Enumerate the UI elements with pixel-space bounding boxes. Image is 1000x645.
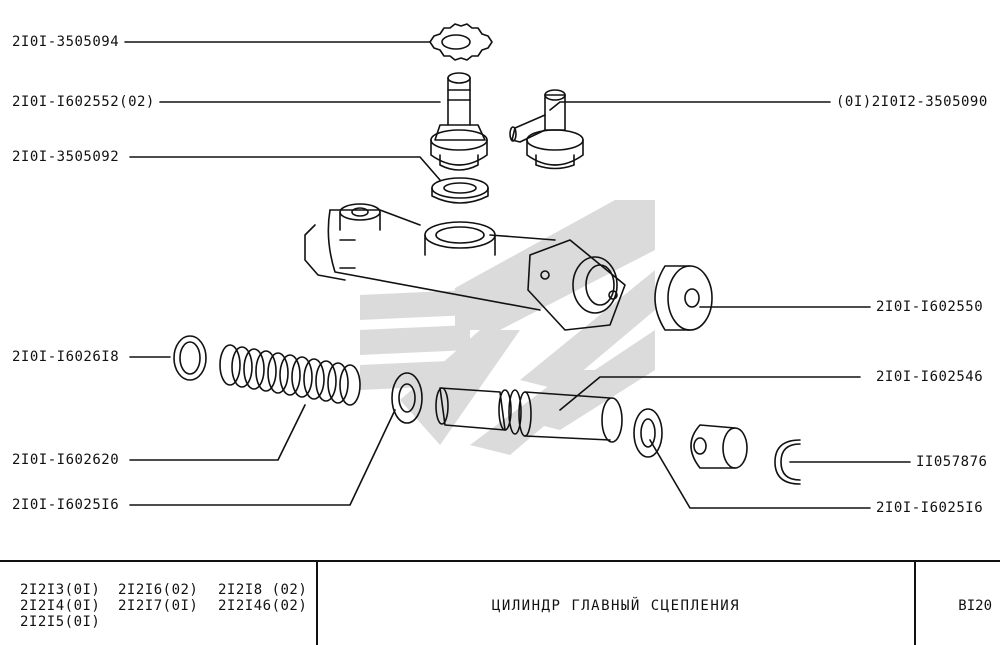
cup-left-part (391, 372, 423, 424)
spring-part (219, 344, 361, 406)
label-lock-washer: 2I0I-3505094 (12, 34, 120, 50)
exploded-parts-diagram (124, 23, 911, 509)
title-cell: ЦИЛИНДР ГЛАВНЫЙ СЦЕПЛЕНИЯ (318, 562, 916, 645)
title-block: 2I2I3(0I) 2I2I6(02) 2I2I8 (02) 2I2I4(0I)… (0, 560, 1000, 645)
retaining-ring-part (774, 439, 801, 485)
model-code: 2I2I4(0I) (20, 598, 101, 614)
model-code: 2I2I6(02) (118, 582, 199, 598)
label-fitting-gasket: 2I0I-3505092 (12, 149, 120, 165)
model-code: 2I2I3(0I) (20, 582, 101, 598)
label-piston: 2I0I-I602546 (876, 369, 984, 385)
boot-part (654, 265, 713, 331)
cylinder-body-part (304, 203, 626, 331)
page-number: BI20 (958, 598, 992, 614)
label-hose-fitting: 2I0I-I602552(02) (12, 94, 155, 110)
fitting-gasket-part (431, 177, 489, 204)
label-angle-fitting: (0I)2I0I2-3505090 (836, 94, 988, 110)
model-code: 2I2I7(0I) (118, 598, 199, 614)
diagram-title: ЦИЛИНДР ГЛАВНЫЙ СЦЕПЛЕНИЯ (491, 598, 741, 614)
angle-fitting-part (509, 89, 584, 170)
model-code: 2I2I5(0I) (20, 614, 101, 630)
cup-right-part (633, 408, 663, 458)
label-boot: 2I0I-I602550 (876, 299, 984, 315)
label-spring: 2I0I-I602620 (12, 452, 120, 468)
page-cell: BI20 (916, 562, 1000, 645)
pusher-part (690, 424, 748, 469)
lock-washer-part (429, 23, 493, 61)
leader-lines (124, 41, 911, 509)
hose-fitting-part (430, 72, 488, 171)
label-seal-ring: 2I0I-I6026I8 (12, 349, 120, 365)
label-retaining-ring: II057876 (916, 454, 988, 470)
label-cup-right: 2I0I-I6025I6 (876, 500, 984, 516)
label-cup-left: 2I0I-I6025I6 (12, 497, 120, 513)
model-code: 2I2I46(02) (218, 598, 308, 614)
seal-ring-part (173, 335, 207, 381)
model-code: 2I2I8 (02) (218, 582, 308, 598)
watermark-logo (360, 200, 655, 455)
model-list: 2I2I3(0I) 2I2I6(02) 2I2I8 (02) 2I2I4(0I)… (0, 562, 318, 645)
piston-part (435, 387, 623, 443)
